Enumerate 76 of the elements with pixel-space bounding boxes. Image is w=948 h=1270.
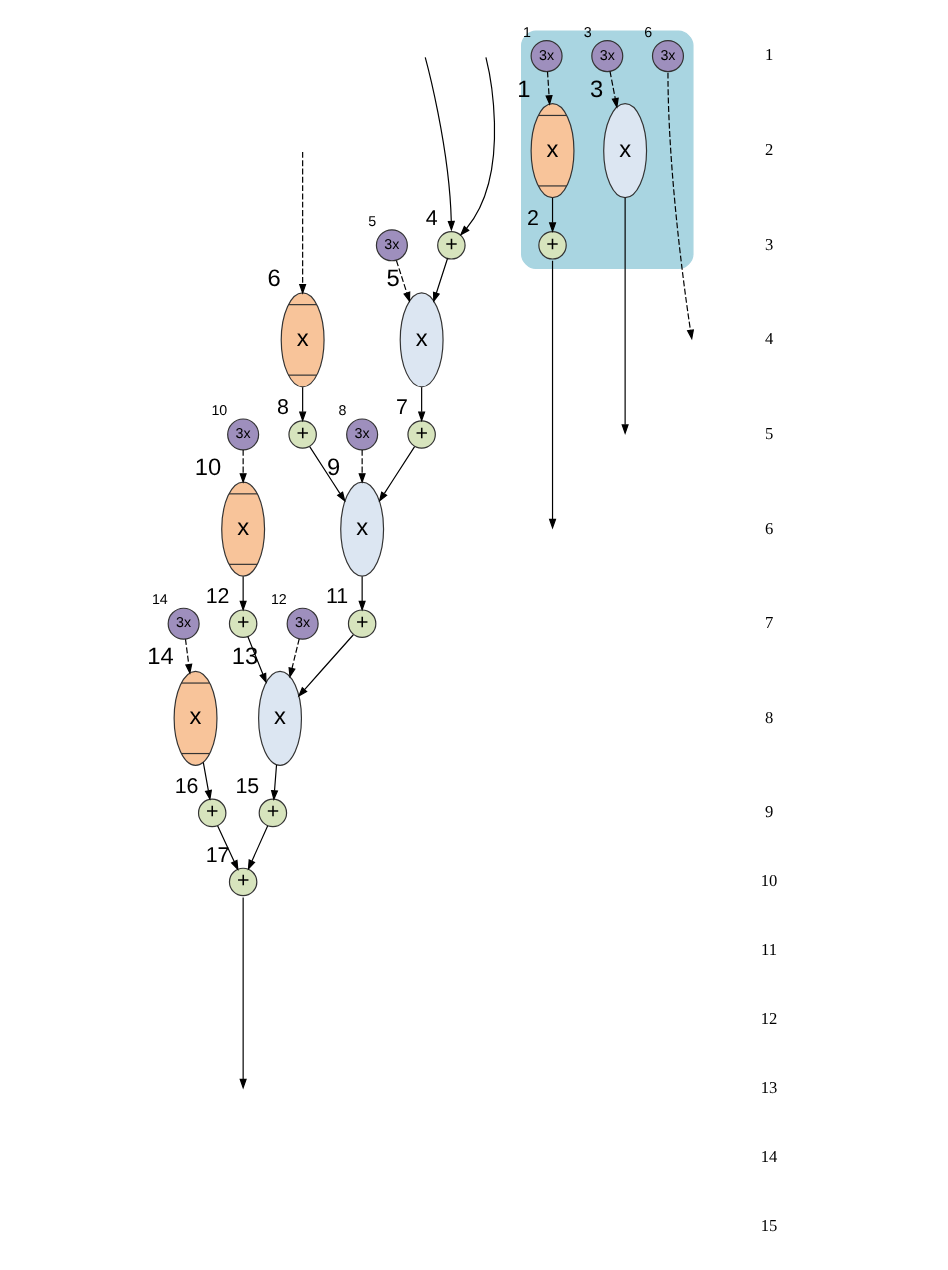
node-circle: +	[347, 609, 377, 638]
node-circle: +	[197, 798, 227, 828]
node-label: 7	[396, 396, 408, 421]
node-label: 9	[326, 452, 341, 481]
node-label: 17	[205, 843, 230, 868]
node-label: 8	[277, 396, 289, 421]
arrow	[247, 635, 267, 684]
arrow	[239, 449, 247, 484]
node-label: 11	[326, 585, 349, 610]
node-label: 13	[231, 642, 259, 671]
arrow	[309, 446, 346, 503]
node-circle: +	[288, 420, 317, 449]
node-ellipse: x	[173, 670, 218, 766]
label: 7	[764, 614, 774, 633]
arrow	[395, 259, 411, 303]
node-circle: +	[258, 798, 288, 828]
label: 10	[760, 872, 778, 891]
arrow	[621, 197, 629, 435]
node-label: 14	[147, 642, 174, 671]
arrow	[545, 71, 553, 106]
label: 2	[764, 141, 774, 160]
node-label: 15	[235, 774, 260, 799]
label: 3	[764, 235, 774, 254]
node-label: 10	[194, 452, 222, 481]
node-label: 6	[267, 263, 281, 292]
node-circle: +	[437, 231, 466, 260]
node-label: 12	[205, 585, 230, 610]
node-label: 16	[174, 774, 199, 799]
arrow	[239, 896, 247, 1090]
arrow	[424, 56, 456, 232]
label: 15	[760, 1217, 778, 1236]
node-label: 4	[425, 206, 438, 231]
arrow	[459, 56, 496, 236]
label: 12	[760, 1010, 778, 1029]
label: 1	[764, 46, 774, 65]
cluster	[521, 30, 694, 270]
arrow	[298, 386, 307, 423]
node-circle: +	[407, 420, 436, 449]
arrow	[202, 761, 212, 801]
arrow	[298, 151, 307, 295]
node-ellipse: x	[221, 481, 266, 577]
arrow	[184, 638, 193, 675]
arrow	[247, 825, 269, 871]
label: 11	[761, 941, 778, 960]
node-label: 3	[589, 74, 604, 103]
label: 13	[760, 1079, 778, 1098]
label: 14	[760, 1148, 778, 1167]
node-label: 1	[517, 74, 531, 103]
node-ellipse: x	[340, 481, 385, 577]
label: 4	[764, 330, 774, 349]
label: 5	[764, 424, 774, 443]
arrow	[432, 257, 449, 303]
node-label: 2	[526, 206, 539, 231]
arrow	[378, 446, 416, 503]
node-ellipse: x	[603, 103, 648, 199]
arrow	[548, 260, 557, 530]
node-circle: +	[228, 867, 258, 897]
arrow	[417, 386, 426, 423]
node-ellipse: x	[280, 292, 325, 388]
arrow	[548, 197, 557, 234]
arrow	[288, 638, 300, 679]
label: 6	[764, 519, 774, 538]
node-ellipse: x	[530, 103, 575, 199]
arrow	[297, 634, 354, 698]
arrow	[609, 71, 619, 109]
node-circle: +	[538, 231, 567, 260]
arrow	[358, 449, 366, 484]
arrow	[270, 764, 279, 801]
arrow	[239, 575, 247, 612]
arrow	[358, 575, 366, 612]
label: 9	[764, 803, 774, 822]
node-label: 5	[386, 263, 400, 292]
arrow	[667, 72, 695, 341]
label: 8	[764, 708, 774, 727]
arrow	[217, 825, 239, 871]
node-circle: +	[228, 609, 258, 638]
